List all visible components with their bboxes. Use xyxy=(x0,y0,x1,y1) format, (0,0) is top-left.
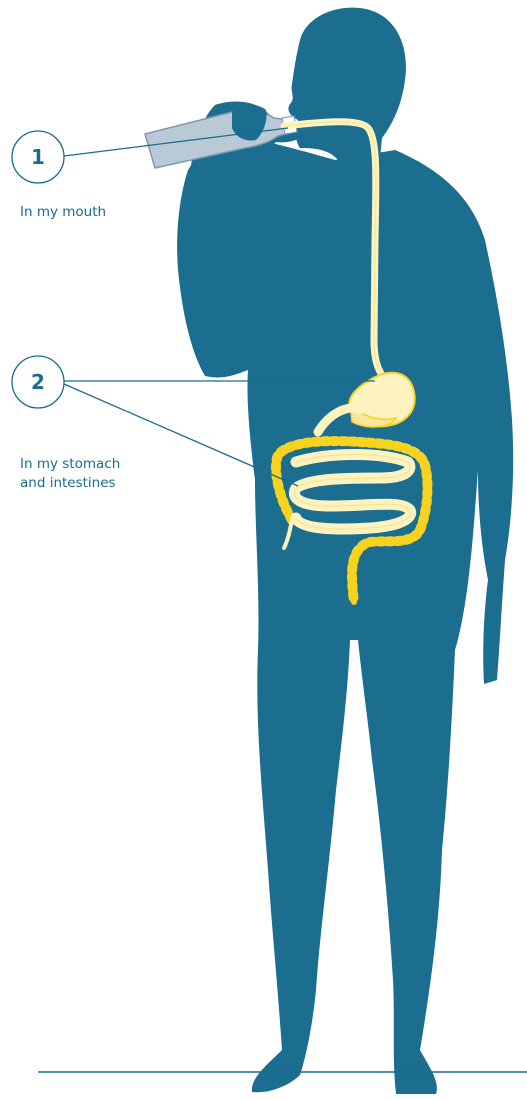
callout-1-badge: 1 xyxy=(12,131,64,183)
torso-and-legs xyxy=(177,140,513,1094)
human-silhouette xyxy=(177,8,513,1094)
callout-1-label: In my mouth xyxy=(20,203,106,222)
callout-2-number: 2 xyxy=(31,370,45,394)
callout-2-label: In my stomach and intestines xyxy=(20,455,120,493)
callout-1-number: 1 xyxy=(31,145,45,169)
callout-2-badge: 2 xyxy=(12,356,64,408)
head xyxy=(288,8,406,162)
